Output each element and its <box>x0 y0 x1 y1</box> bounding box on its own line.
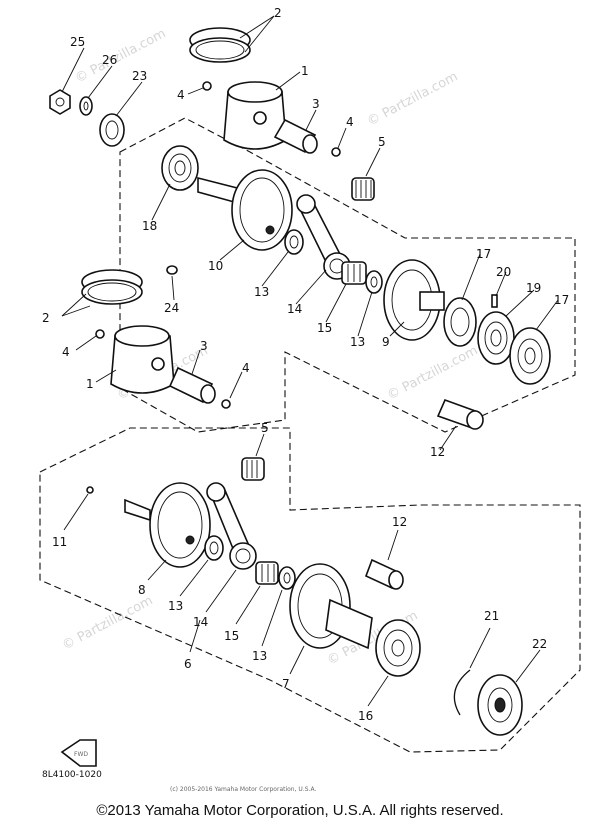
bearing-18 <box>161 145 199 191</box>
bearing-17a <box>443 297 477 347</box>
clip-24 <box>166 265 178 275</box>
callout-8: 8 <box>138 583 146 597</box>
callout-2: 2 <box>42 311 50 325</box>
oil-seal-22 <box>477 674 523 736</box>
nut-25 <box>49 89 71 115</box>
callout-18: 18 <box>142 219 157 233</box>
copyright-footer: ©2013 Yamaha Motor Corporation, U.S.A. A… <box>96 802 504 819</box>
pin-20 <box>491 294 498 308</box>
callout-13: 13 <box>168 599 183 613</box>
crank-pin-12a <box>436 398 484 430</box>
key-11 <box>86 486 94 494</box>
bearing-17b <box>509 327 551 385</box>
callout-1: 1 <box>86 377 94 391</box>
callout-5: 5 <box>378 135 386 149</box>
connecting-rod-lower <box>206 482 257 570</box>
callout-4: 4 <box>177 88 185 102</box>
callout-15: 15 <box>224 629 239 643</box>
piston-lower <box>110 325 175 394</box>
callout-12: 12 <box>430 445 445 459</box>
watermark-text: © Partzilla.com <box>60 593 156 653</box>
callout-17: 17 <box>476 247 491 261</box>
callout-14: 14 <box>193 615 208 629</box>
crank-washer-13c <box>204 535 224 561</box>
callout-26: 26 <box>102 53 117 67</box>
callout-19: 19 <box>526 281 541 295</box>
callout-3: 3 <box>312 97 320 111</box>
callout-1: 1 <box>301 64 309 78</box>
crank-washer-13d <box>278 566 296 590</box>
watermark-text: © Partzilla.com <box>365 69 461 129</box>
callout-13: 13 <box>252 649 267 663</box>
piston-rings-lower <box>81 269 143 305</box>
piston-pin-clip-right <box>331 147 341 157</box>
callout-6: 6 <box>184 657 192 671</box>
callout-4: 4 <box>346 115 354 129</box>
bearing-16 <box>375 619 421 677</box>
piston-pin-clip-lower-right <box>221 399 231 409</box>
piston-pin-clip-lower <box>95 329 105 339</box>
callout-2: 2 <box>274 6 282 20</box>
piston-pin-upper <box>273 118 318 154</box>
crank-web-9 <box>383 259 445 341</box>
crank-web-10 <box>197 169 293 251</box>
callout-15: 15 <box>317 321 332 335</box>
crank-pin-12b <box>364 558 404 590</box>
crank-web-8 <box>124 482 211 568</box>
front-arrow-badge: FWD <box>60 739 97 767</box>
callout-25: 25 <box>70 35 85 49</box>
piston-rings-upper <box>189 27 251 63</box>
crankpin-bearing-15b <box>255 561 279 585</box>
callout-21: 21 <box>484 609 499 623</box>
piston-pin-clip <box>202 81 212 91</box>
callout-4: 4 <box>62 345 70 359</box>
callout-20: 20 <box>496 265 511 279</box>
circlip-21 <box>453 669 471 716</box>
callout-24: 24 <box>164 301 179 315</box>
crank-washer-13a <box>284 229 304 255</box>
callout-3: 3 <box>200 339 208 353</box>
callout-16: 16 <box>358 709 373 723</box>
callout-5: 5 <box>261 421 269 435</box>
callout-numbers: 2 25 26 23 4 1 3 4 5 18 10 13 14 15 13 9… <box>42 6 569 723</box>
diagram-code: 8L4100-1020 <box>42 770 102 780</box>
crankpin-bearing-15a <box>341 261 367 285</box>
callout-11: 11 <box>52 535 67 549</box>
callout-4: 4 <box>242 361 250 375</box>
callout-13: 13 <box>350 335 365 349</box>
callout-17: 17 <box>554 293 569 307</box>
crank-washer-13b <box>365 270 383 294</box>
callout-22: 22 <box>532 637 547 651</box>
needle-bearing-lower <box>241 457 265 481</box>
callout-7: 7 <box>282 677 290 691</box>
watermark-text: © Partzilla.com <box>73 26 169 86</box>
callout-9: 9 <box>382 335 390 349</box>
needle-bearing-upper <box>351 177 375 201</box>
bearing-19 <box>477 311 515 365</box>
front-badge-label: FWD <box>74 751 88 758</box>
crank-web-7 <box>289 563 373 650</box>
piston-pin-lower <box>168 366 216 404</box>
oil-seal-23 <box>99 113 125 147</box>
small-copyright: (c) 2005-2016 Yamaha Motor Corporation, … <box>170 786 316 793</box>
callout-14: 14 <box>287 302 302 316</box>
piston-upper <box>223 81 287 150</box>
lower-assembly-outline <box>39 427 581 753</box>
washer-26 <box>79 96 93 116</box>
callout-13: 13 <box>254 285 269 299</box>
leader-lines <box>61 15 559 707</box>
watermark-text: © Partzilla.com <box>385 343 481 403</box>
callout-12: 12 <box>392 515 407 529</box>
callout-23: 23 <box>132 69 147 83</box>
callout-10: 10 <box>208 259 223 273</box>
